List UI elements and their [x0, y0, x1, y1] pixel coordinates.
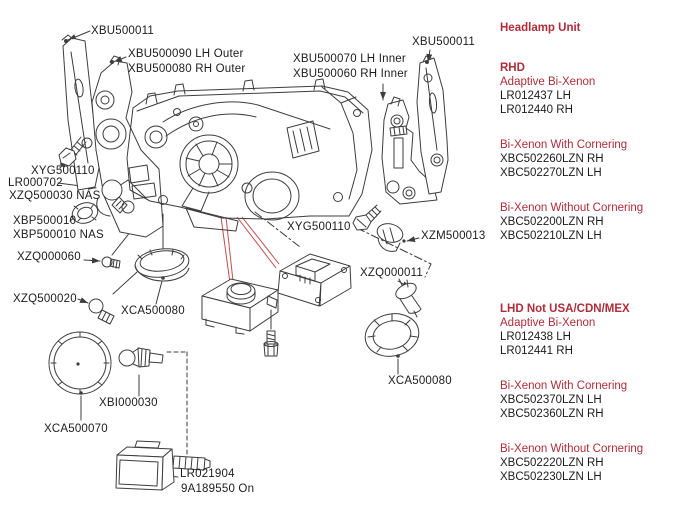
variant-subheading: Bi-Xenon With Cornering: [500, 139, 628, 151]
part-label-inner-lh: XBU500070 LH Inner: [293, 53, 406, 65]
ring-xca500080-right: [364, 313, 420, 358]
variant-group: Bi-Xenon With Cornering XBC502370LZN LH …: [500, 379, 678, 421]
variant-group: Adaptive Bi-Xenon LR012437 LH LR012440 R…: [500, 75, 678, 117]
part-label-vin-note: 9A189550 On: [181, 483, 255, 495]
part-number: XBC502200LZN RH: [500, 216, 604, 228]
part-label-xyg500110-center: XYG500110: [287, 221, 351, 233]
part-number: XBC502210LZN LH: [500, 230, 602, 242]
section-lhd: LHD Not USA/CDN/MEX Adaptive Bi-Xenon LR…: [500, 302, 678, 484]
part-number: LR012441 RH: [500, 345, 573, 357]
section-heading: LHD Not USA/CDN/MEX: [500, 303, 630, 315]
holder-xzm500013: [376, 223, 406, 252]
section-rhd: RHD Adaptive Bi-Xenon LR012437 LH LR0124…: [500, 61, 678, 243]
variant-group: Adaptive Bi-Xenon LR012438 LH LR012441 R…: [500, 316, 678, 358]
bulb-xbi000030: [118, 347, 164, 368]
variant-subheading: Bi-Xenon Without Cornering: [500, 202, 644, 214]
ring-xbp500010: [71, 202, 99, 224]
part-label-xyg500110-left: XYG500110: [31, 165, 95, 177]
part-label-outer-lh: XBU500090 LH Outer: [128, 48, 244, 60]
part-label-xca500070: XCA500070: [44, 423, 108, 435]
part-number: LR012437 LH: [500, 90, 571, 102]
part-label-xzq500030-nas: XZQ500030 NAS: [9, 190, 101, 202]
cap-xca500070: [48, 331, 112, 395]
part-number: XBC502230LZN LH: [500, 471, 602, 483]
variant-subheading: Adaptive Bi-Xenon: [500, 76, 596, 88]
part-label-xbp500010-nas: XBP500010 NAS: [13, 229, 104, 241]
info-panel: Headlamp Unit RHD Adaptive Bi-Xenon LR01…: [500, 21, 678, 484]
part-number: XBC502370LZN LH: [500, 394, 602, 406]
bracket-strip-right: [416, 55, 449, 195]
red-leader-lines: [220, 216, 280, 284]
part-label-lr021904: LR021904: [180, 468, 235, 480]
ballast-module-right: [277, 253, 352, 307]
part-number: LR012440 RH: [500, 104, 573, 116]
variant-group: Bi-Xenon Without Cornering XBC502220LZN …: [500, 442, 678, 484]
part-label-xbu500011-left: XBU500011: [91, 25, 154, 37]
part-label-xca500080-right: XCA500080: [388, 375, 452, 387]
headlamp-drawing: [126, 78, 373, 232]
part-label-outer-rh: XBU500080 RH Outer: [128, 63, 246, 75]
part-label-xbi000030: XBI000030: [99, 397, 158, 409]
part-label-xbp500010: XBP500010: [13, 215, 77, 227]
part-number: XBC502270LZN LH: [500, 167, 602, 179]
bulb-xzq000060: [101, 256, 121, 269]
part-label-xzq000011: XZQ000011: [360, 267, 423, 279]
part-label-xca500080-left: XCA500080: [121, 305, 185, 317]
variant-group: Bi-Xenon With Cornering XBC502260LZN RH …: [500, 138, 678, 180]
part-label-xzq500020: XZQ500020: [13, 293, 77, 305]
variant-group: Bi-Xenon Without Cornering XBC502200LZN …: [500, 201, 678, 243]
variant-subheading: Bi-Xenon Without Cornering: [500, 443, 644, 455]
module-lr021904: [115, 440, 211, 491]
part-label-xbu500011-right: XBU500011: [412, 36, 475, 48]
bracket-inner: [381, 96, 438, 205]
part-number: XBC502360LZN RH: [500, 408, 604, 420]
bracket-outer: [91, 55, 164, 238]
bulb-lr000702: [96, 179, 128, 217]
screw-center: [352, 204, 382, 231]
part-number: XBC502220LZN RH: [500, 457, 604, 469]
bulb-xzq500020: [88, 298, 115, 325]
bulb-xzq000011: [395, 278, 422, 318]
part-label-inner-rh: XBU500060 RH Inner: [293, 68, 408, 80]
screw-left: [58, 136, 87, 167]
bracket-strip-left: [61, 34, 100, 191]
ring-xca500080-left: [134, 248, 190, 282]
part-number: XBC502260LZN RH: [500, 153, 604, 165]
ballast-module-left: [201, 278, 279, 335]
panel-title: Headlamp Unit: [500, 22, 581, 34]
part-number: LR012438 LH: [500, 331, 571, 343]
bolt: [263, 309, 279, 357]
part-label-xzq000060: XZQ000060: [17, 251, 81, 263]
part-label-xzm500013: XZM500013: [421, 230, 486, 242]
variant-subheading: Bi-Xenon With Cornering: [500, 380, 628, 392]
variant-subheading: Adaptive Bi-Xenon: [500, 317, 596, 329]
part-label-lr000702: LR000702: [8, 177, 63, 189]
section-heading: RHD: [500, 62, 525, 74]
